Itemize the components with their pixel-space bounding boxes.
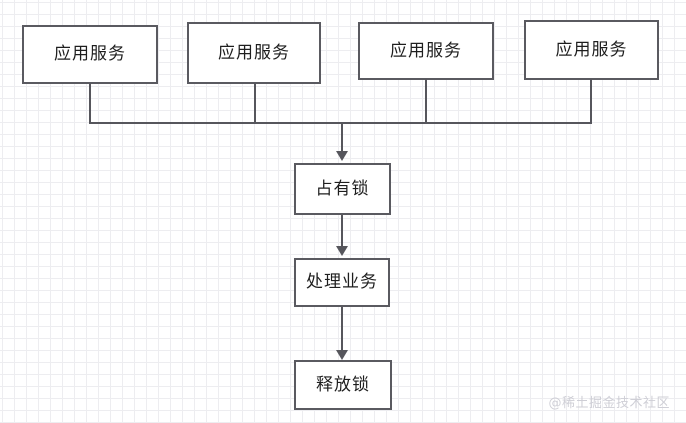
node-release-lock[interactable]: 释放锁 bbox=[294, 360, 392, 410]
arrowhead-to-release bbox=[336, 350, 348, 360]
connector-acquire-to-process bbox=[341, 215, 343, 248]
connector-service-3-stub bbox=[425, 79, 427, 124]
node-label: 应用服务 bbox=[218, 42, 290, 63]
node-label: 应用服务 bbox=[555, 39, 628, 60]
watermark-text: @稀土掘金技术社区 bbox=[548, 396, 670, 411]
node-app-service-2[interactable]: 应用服务 bbox=[187, 22, 321, 84]
node-app-service-3[interactable]: 应用服务 bbox=[358, 22, 494, 80]
node-app-service-4[interactable]: 应用服务 bbox=[524, 20, 659, 80]
arrowhead-to-process bbox=[336, 246, 348, 256]
connector-bus-line bbox=[89, 122, 592, 124]
node-label: 应用服务 bbox=[54, 44, 126, 64]
node-label: 应用服务 bbox=[390, 40, 462, 61]
node-label: 占有锁 bbox=[315, 178, 370, 199]
node-acquire-lock[interactable]: 占有锁 bbox=[294, 163, 391, 215]
connector-service-2-stub bbox=[254, 83, 256, 124]
node-process-business[interactable]: 处理业务 bbox=[294, 258, 390, 307]
connector-service-4-stub bbox=[590, 79, 592, 124]
node-label: 释放锁 bbox=[316, 374, 370, 395]
connector-bus-to-acquire-lock bbox=[341, 122, 343, 153]
connector-process-to-release bbox=[341, 307, 343, 352]
node-app-service-1[interactable]: 应用服务 bbox=[22, 25, 158, 84]
arrowhead-to-acquire-lock bbox=[336, 151, 348, 161]
connector-service-1-stub bbox=[89, 83, 91, 124]
node-label: 处理业务 bbox=[306, 272, 378, 292]
